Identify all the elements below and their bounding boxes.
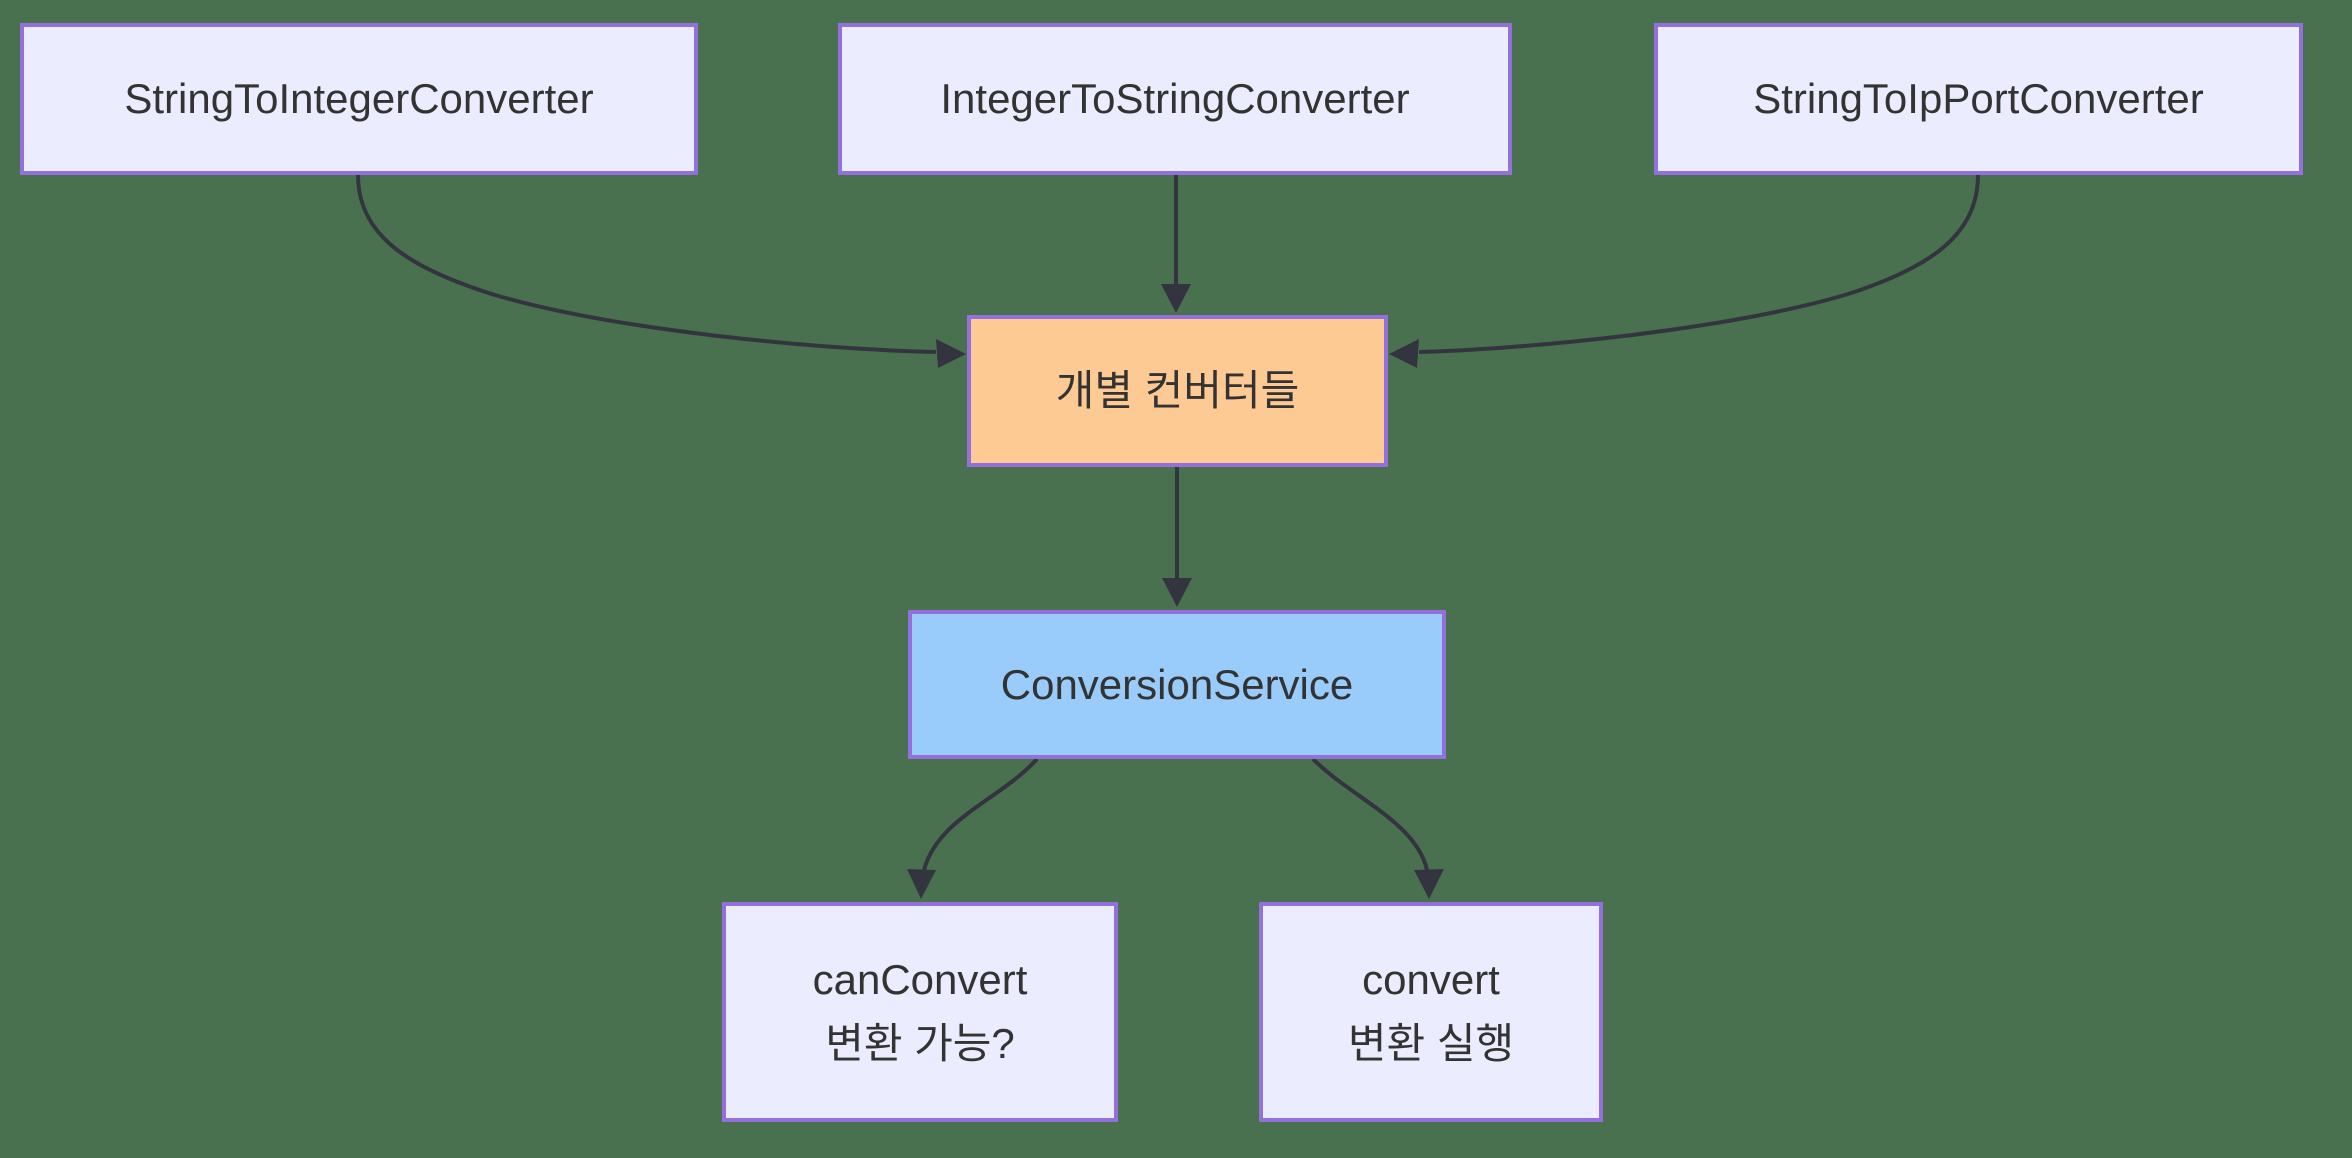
edge-string-to-integer-to-converters bbox=[356, 174, 966, 368]
node-individual-converters: 개별 컨버터들 bbox=[967, 315, 1388, 467]
node-label: 개별 컨버터들 bbox=[1055, 367, 1300, 414]
node-string-to-integer-converter: StringToIntegerConverter bbox=[20, 23, 698, 175]
node-conversion-service: ConversionService bbox=[908, 610, 1446, 759]
edge-service-to-convert bbox=[1311, 757, 1444, 899]
node-string-to-ipport-converter: StringToIpPortConverter bbox=[1654, 23, 2303, 175]
node-label: IntegerToStringConverter bbox=[940, 75, 1410, 122]
node-label: StringToIpPortConverter bbox=[1753, 75, 2204, 122]
node-label-line2: 변환 가능? bbox=[825, 1020, 1015, 1067]
node-integer-to-string-converter: IntegerToStringConverter bbox=[838, 23, 1512, 175]
node-label-line2: 변환 실행 bbox=[1347, 1020, 1515, 1067]
node-convert: convert 변환 실행 bbox=[1259, 902, 1603, 1122]
edge-converters-to-service bbox=[1162, 467, 1192, 607]
node-can-convert: canConvert 변환 가능? bbox=[722, 902, 1118, 1122]
node-label-line1: canConvert bbox=[812, 956, 1028, 1003]
edge-integer-to-string-to-converters bbox=[1161, 175, 1191, 313]
edge-string-to-ipport-to-converters bbox=[1389, 174, 1980, 368]
edge-service-to-can-convert bbox=[907, 757, 1039, 899]
node-label-line1: convert bbox=[1362, 956, 1500, 1003]
node-label: ConversionService bbox=[1000, 660, 1354, 708]
node-label: StringToIntegerConverter bbox=[124, 75, 594, 122]
